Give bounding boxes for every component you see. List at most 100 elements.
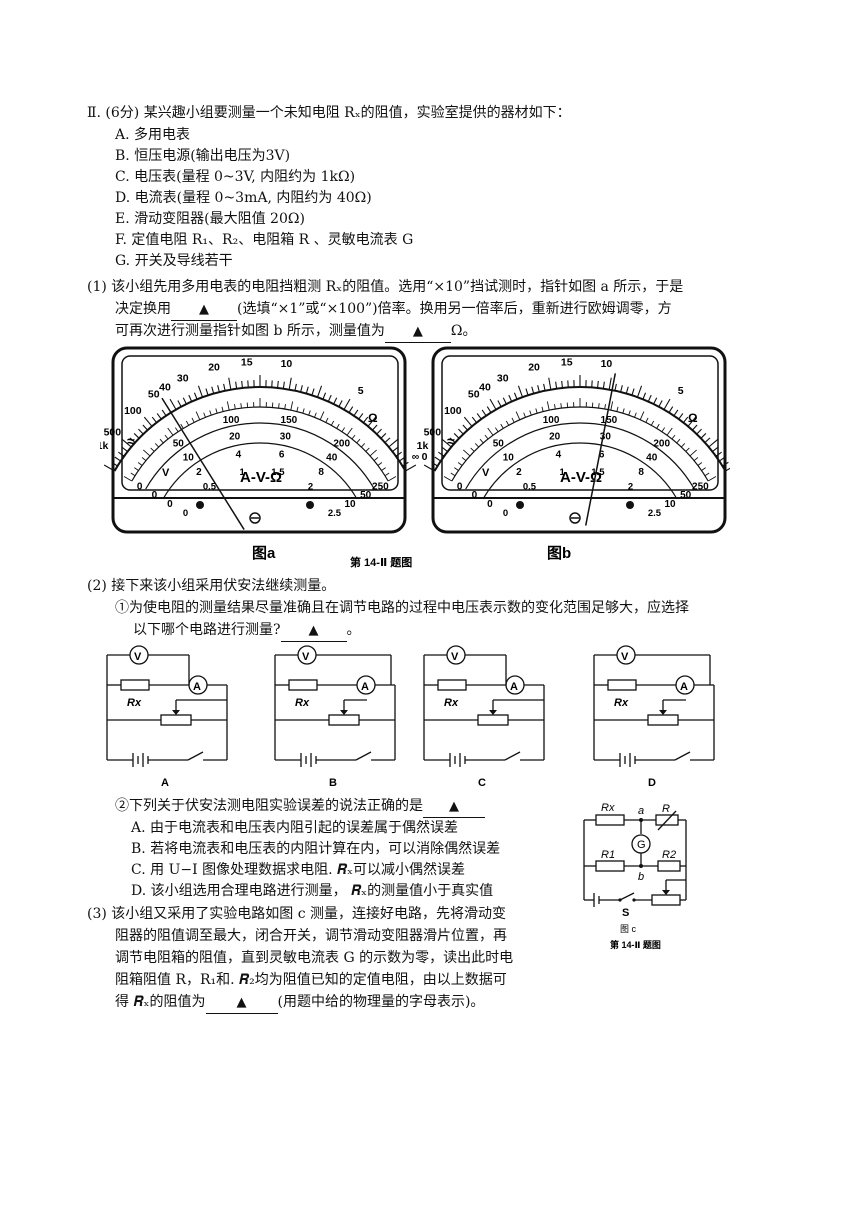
scale-tick-label: 2 bbox=[628, 481, 633, 492]
ohm-tick-label: 1k bbox=[417, 440, 429, 452]
scale-tick-label: 0 bbox=[503, 508, 508, 519]
ohm-tick-label: 10 bbox=[281, 358, 293, 370]
ohm-tick-label: 500 bbox=[424, 426, 442, 438]
scale-tick-label: 0 bbox=[137, 482, 143, 493]
q2-sub1-line2: 以下哪个电路进行测量? ▲ 。 bbox=[133, 620, 361, 642]
scale-tick-label: 20 bbox=[229, 432, 241, 443]
equipment-item: C. 电压表(量程 0~3V, 内阻约为 1kΩ) bbox=[115, 169, 356, 185]
scale-tick-label: 0 bbox=[472, 490, 478, 501]
meter-face bbox=[121, 355, 399, 491]
meter-needle bbox=[161, 397, 245, 530]
caption-b: 图b bbox=[547, 545, 571, 562]
r2-resistor bbox=[657, 860, 681, 872]
ohm-tick-label: 30 bbox=[497, 372, 509, 384]
scale-tick-label: 2 bbox=[196, 467, 202, 478]
scale-tick-label: 150 bbox=[601, 415, 618, 426]
equipment-item: F. 定值电阻 R₁、R₂、电阻箱 R 、灵敏电流表 G bbox=[115, 232, 414, 248]
label-r: R bbox=[662, 803, 670, 815]
q3-line1: (3) 该小组又采用了实验电路如图 c 测量，连接好电路，先将滑动变 bbox=[87, 906, 507, 922]
scale-tick-label: 50 bbox=[173, 439, 185, 450]
ohm-tick-label: 15 bbox=[561, 356, 573, 368]
q2-sub1-prefix: 以下哪个电路进行测量? bbox=[133, 622, 281, 638]
answer-blank[interactable]: ▲ bbox=[384, 321, 451, 343]
equipment-item: G. 开关及导线若干 bbox=[115, 253, 233, 269]
blank-marker: ▲ bbox=[199, 302, 209, 317]
q2-sub2-prefix: ②下列关于伏安法测电阻实验误差的说法正确的是 bbox=[115, 798, 423, 814]
scale-tick-label: 0.5 bbox=[523, 481, 537, 492]
adjust-screw-icon bbox=[249, 512, 261, 524]
scale-tick-label: 10 bbox=[183, 452, 195, 463]
q3-line4: 阻箱阻值 R，R₁和. 𝑹₂均为阻值已知的定值电阻，由以上数据可 bbox=[115, 972, 507, 988]
equipment-item: B. 恒压电源(输出电压为3V) bbox=[115, 148, 291, 164]
scale-tick-label: 0 bbox=[183, 508, 188, 519]
v-symbol: V bbox=[162, 467, 170, 479]
rx-resistor bbox=[437, 679, 467, 691]
rheostat bbox=[647, 714, 679, 726]
circuit-label: C bbox=[478, 777, 486, 789]
blank-marker: ▲ bbox=[308, 623, 319, 638]
ac-symbol: ≈ bbox=[127, 433, 135, 449]
meter-face bbox=[441, 355, 719, 491]
q2-sub1-line1: ①为使电阻的测量结果尽量准确且在调节电路的过程中电压表示数的变化范围足够大，应选… bbox=[115, 600, 689, 616]
scale-tick-label: 150 bbox=[281, 415, 298, 426]
answer-blank[interactable]: ▲ bbox=[171, 299, 237, 321]
q1-line3-suffix: Ω。 bbox=[450, 323, 477, 339]
voltmeter-label: V bbox=[302, 651, 310, 663]
scale-tick-label: 8 bbox=[638, 467, 644, 478]
scale-tick-label: 50 bbox=[493, 439, 505, 450]
scale-tick-label: 250 bbox=[692, 482, 709, 493]
q3-line3: 调节电阻箱的阻值，直到灵敏电流表 G 的示数为零，读出此时电 bbox=[115, 950, 514, 966]
option-d: D. 该小组选用合理电路进行测量， 𝑹ₓ的测量值小于真实值 bbox=[131, 883, 494, 899]
ohm-tick-label: 100 bbox=[444, 405, 462, 417]
scale-tick-label: 1 bbox=[239, 467, 245, 478]
scale-tick-label: 10 bbox=[345, 499, 357, 510]
ohm-tick-label: 5 bbox=[358, 385, 364, 397]
q2-sub1-suffix: 。 bbox=[346, 622, 361, 638]
scale-tick-label: 4 bbox=[556, 449, 562, 460]
terminal-icon bbox=[516, 501, 524, 509]
option-b: B. 若将电流表和电压表的内阻计算在内，可以消除偶然误差 bbox=[131, 841, 501, 857]
ohm-tick-label: 5 bbox=[678, 385, 684, 397]
answer-blank[interactable]: ▲ bbox=[423, 796, 485, 818]
ohm-tick-label: 20 bbox=[208, 362, 220, 374]
scale-tick-label: 0 bbox=[457, 482, 463, 493]
circuit-label: B bbox=[329, 777, 337, 789]
label-g: G bbox=[637, 839, 646, 851]
rx-resistor bbox=[607, 679, 637, 691]
voltmeter-label: V bbox=[621, 651, 629, 663]
scale-tick-label: 100 bbox=[223, 415, 240, 426]
ohm-tick-label: 10 bbox=[601, 358, 613, 370]
terminal-icon bbox=[306, 501, 314, 509]
q1-line2: 决定换用▲(选填“×1”或“×100”)倍率。换用另一倍率后，重新进行欧姆调零，… bbox=[115, 299, 672, 321]
figure-caption-c: 第 14-Ⅱ 题图 bbox=[610, 939, 661, 950]
q1-line2-prefix: 决定换用 bbox=[115, 301, 171, 317]
meter-a: ∞1k5001005040302015105005010015020025001… bbox=[100, 346, 428, 534]
q3-line5-suffix: (用题中给的物理量的字母表示)。 bbox=[277, 994, 485, 1010]
scale-tick-label: 6 bbox=[279, 449, 285, 460]
equipment-item: D. 电流表(量程 0~3mA, 内阻约为 40Ω) bbox=[115, 190, 372, 206]
label-r1: R1 bbox=[601, 849, 615, 861]
figure-caption-meters: 第 14-Ⅱ 题图 bbox=[350, 555, 412, 569]
ammeter-label: A bbox=[680, 681, 688, 693]
scale-tick-label: 2.5 bbox=[328, 508, 342, 519]
scale-tick-label: 0 bbox=[152, 490, 158, 501]
meter-case bbox=[431, 346, 727, 534]
multimeter-figure: ∞1k5001005040302015105005010015020025001… bbox=[100, 346, 730, 569]
ohm-tick-label: ∞ bbox=[412, 451, 420, 463]
omega-label: Ω bbox=[368, 411, 378, 425]
ohm-tick-label: 15 bbox=[241, 356, 253, 368]
rheostat bbox=[160, 714, 192, 726]
q3-line5: 得 𝑹ₓ的阻值为▲(用题中给的物理量的字母表示)。 bbox=[115, 992, 484, 1014]
scale-tick-label: 1.5 bbox=[591, 467, 605, 478]
answer-blank[interactable]: ▲ bbox=[280, 620, 347, 642]
label-b: b bbox=[638, 871, 644, 883]
scale-tick-label: 8 bbox=[318, 467, 324, 478]
q3-line5-prefix: 得 𝑹ₓ的阻值为 bbox=[115, 994, 206, 1010]
ammeter-label: A bbox=[361, 681, 369, 693]
ohm-tick-label: 30 bbox=[177, 372, 189, 384]
scale-tick-label: 10 bbox=[665, 499, 677, 510]
answer-blank[interactable]: ▲ bbox=[205, 992, 278, 1014]
